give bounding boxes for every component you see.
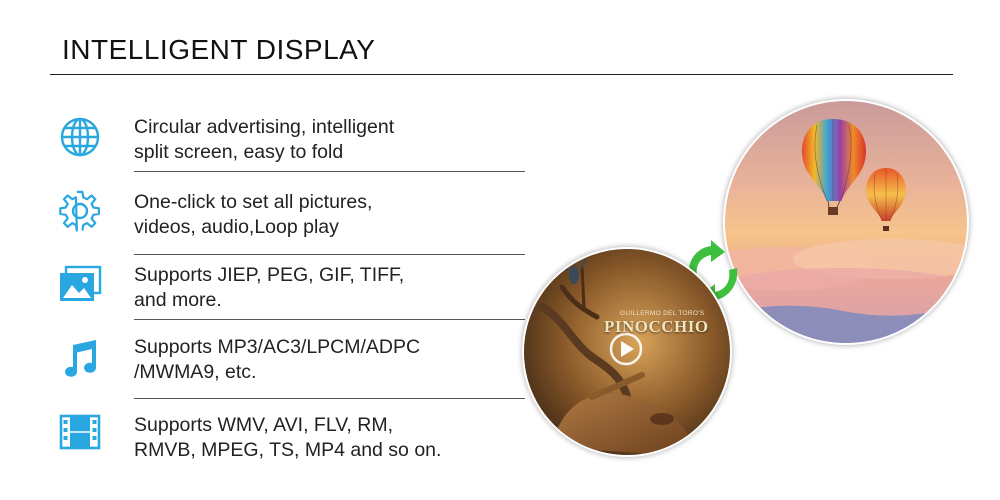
gear-icon <box>58 190 102 234</box>
video-display-circle: GUILLERMO DEL TORO'S PINOCCHIO <box>522 247 732 457</box>
feature-line-2: split screen, easy to fold <box>134 141 344 163</box>
feature-line-2: and more. <box>134 289 222 311</box>
feature-item-image-formats: Supports JIEP, PEG, GIF, TIFF, and more. <box>50 263 525 323</box>
feature-line-1: Supports JIEP, PEG, GIF, TIFF, <box>134 264 405 286</box>
feature-divider <box>134 398 525 399</box>
feature-text: Supports WMV, AVI, FLV, RM, RMVB, MPEG, … <box>134 413 441 463</box>
image-icon <box>58 265 102 309</box>
feature-item-video-formats: Supports WMV, AVI, FLV, RM, RMVB, MPEG, … <box>50 413 475 463</box>
feature-line-1: Supports MP3/AC3/LPCM/ADPC <box>134 336 421 358</box>
pinocchio-image <box>524 249 730 455</box>
film-icon <box>58 413 102 457</box>
feature-divider <box>134 319 525 320</box>
feature-text: One-click to set all pictures, videos, a… <box>134 190 372 240</box>
feature-line-1: Circular advertising, intelligent <box>134 116 395 138</box>
page-title: INTELLIGENT DISPLAY <box>62 34 376 65</box>
feature-text: Supports MP3/AC3/LPCM/ADPC /MWMA9, etc. <box>134 335 420 385</box>
globe-icon <box>58 115 102 159</box>
balloon-display-circle <box>723 99 969 345</box>
music-note-icon <box>58 337 102 381</box>
feature-line-2: RMVB, MPEG, TS, MP4 and so on. <box>134 439 442 461</box>
movie-title: PINOCCHIO <box>604 317 709 336</box>
movie-subtitle: GUILLERMO DEL TORO'S <box>620 310 705 317</box>
feature-item-one-click: One-click to set all pictures, videos, a… <box>50 190 525 255</box>
feature-divider <box>134 171 525 172</box>
feature-line-1: One-click to set all pictures, <box>134 191 373 213</box>
feature-text: Supports JIEP, PEG, GIF, TIFF, and more. <box>134 263 404 313</box>
balloon-image <box>725 101 967 343</box>
feature-line-2: /MWMA9, etc. <box>134 361 257 383</box>
feature-divider <box>134 254 525 255</box>
feature-item-audio-formats: Supports MP3/AC3/LPCM/ADPC /MWMA9, etc. <box>50 335 525 400</box>
title-divider <box>50 74 953 75</box>
feature-line-2: videos, audio,Loop play <box>134 216 339 238</box>
feature-line-1: Supports WMV, AVI, FLV, RM, <box>134 414 394 436</box>
feature-item-circular-advertising: Circular advertising, intelligent split … <box>50 115 525 175</box>
feature-text: Circular advertising, intelligent split … <box>134 115 394 165</box>
